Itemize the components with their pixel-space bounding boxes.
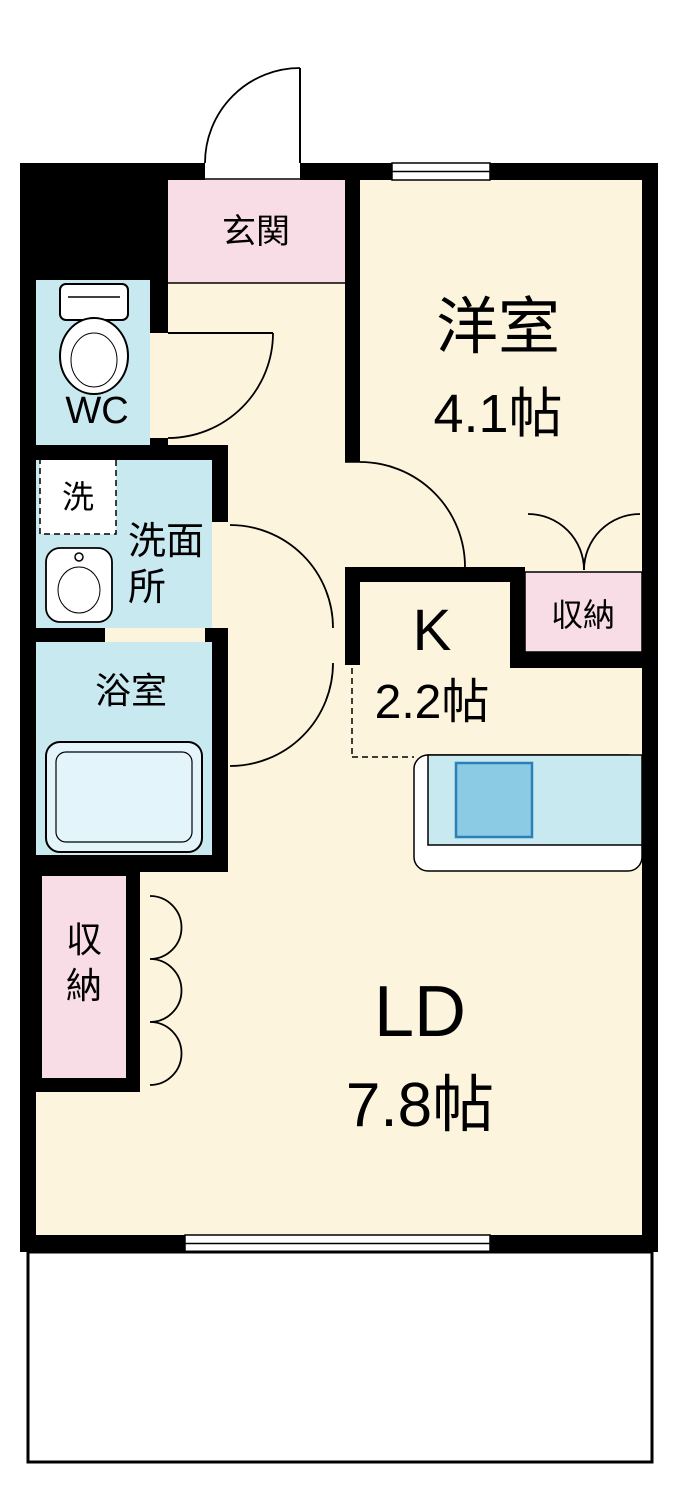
closet-west-label-char2: 納 — [66, 965, 102, 1006]
toilet-icon — [59, 283, 129, 395]
ld-size: 7.8帖 — [346, 1071, 494, 1140]
toilet-tank — [59, 283, 129, 321]
wall-closet-west-right — [126, 862, 140, 1092]
sink-bowl — [57, 566, 101, 614]
wall-washroom-bath-divider-left — [36, 628, 105, 642]
wall-closet-west-top — [28, 862, 140, 876]
closet-west-folding-door — [149, 895, 183, 1086]
balcony-area — [26, 1250, 654, 1464]
kitchen-sink-icon — [454, 761, 534, 839]
washing-machine-icon — [39, 455, 117, 535]
wall-right — [642, 163, 658, 1252]
wall-bottom-right — [490, 1235, 658, 1252]
sink-icon — [45, 547, 113, 623]
wall-closet-east-bottom — [510, 652, 658, 668]
wall-wc-right-upper — [150, 280, 168, 333]
bathtub-icon — [45, 741, 203, 853]
wall-closet-east-left — [510, 567, 525, 668]
entrance-area — [168, 180, 345, 283]
fixtures — [39, 283, 643, 872]
closet-west-area — [42, 876, 126, 1078]
hall-ld-door-arc — [229, 662, 334, 767]
closet-east-door-left-arc — [527, 513, 585, 571]
walls — [20, 163, 658, 1252]
closet-east-label: 収納 — [551, 597, 615, 633]
doors — [149, 67, 641, 1086]
ld-label: LD — [374, 972, 466, 1052]
bathtub-outer — [45, 741, 203, 853]
wall-bath-right — [212, 642, 228, 855]
wall-top-right — [490, 163, 658, 180]
entrance-label: 玄関 — [222, 213, 290, 251]
bathtub-inner — [55, 751, 193, 843]
closet-west-label-char1: 収 — [66, 919, 102, 960]
wall-washroom-right-upper — [212, 460, 228, 522]
kitchen-label: K — [413, 598, 452, 663]
wall-kitchen-left — [345, 582, 360, 665]
toilet-bowl-inner — [70, 332, 118, 388]
wall-block-topleft — [20, 163, 168, 280]
wall-closet-west-bottom — [28, 1078, 140, 1092]
entrance-door-arc — [204, 67, 301, 164]
washroom-label-line2: 所 — [128, 567, 166, 609]
bathroom-label: 浴室 — [95, 670, 167, 711]
labels: 玄関 洋室 4.1帖 WC 洗 洗面 所 浴室 収納 K 2.2帖 収 納 LD… — [62, 213, 615, 1140]
wc-door-arc — [167, 332, 274, 439]
kitchen-counter — [413, 754, 643, 872]
wall-westernroom-left — [345, 163, 360, 462]
washer-label: 洗 — [62, 479, 94, 515]
western-room-label: 洋室 — [436, 293, 560, 362]
wall-bottom-left — [20, 1235, 185, 1252]
wall-closet-west-left — [20, 862, 42, 1092]
sink-faucet — [74, 552, 84, 562]
toilet-label: WC — [65, 390, 128, 432]
western-room-size: 4.1帖 — [433, 384, 562, 444]
wall-westernroom-bottom — [345, 567, 525, 582]
washroom-door-arc — [229, 524, 334, 629]
wall-wc-washroom-divider — [36, 445, 228, 460]
kitchen-size: 2.2帖 — [375, 676, 490, 729]
westernroom-door-arc — [359, 461, 466, 568]
windows — [26, 162, 654, 1464]
closet-east-door-right-arc — [583, 513, 641, 571]
wall-washroom-bath-divider-right — [205, 628, 228, 642]
washroom-label-line1: 洗面 — [128, 521, 204, 563]
toilet-bowl — [59, 317, 129, 395]
